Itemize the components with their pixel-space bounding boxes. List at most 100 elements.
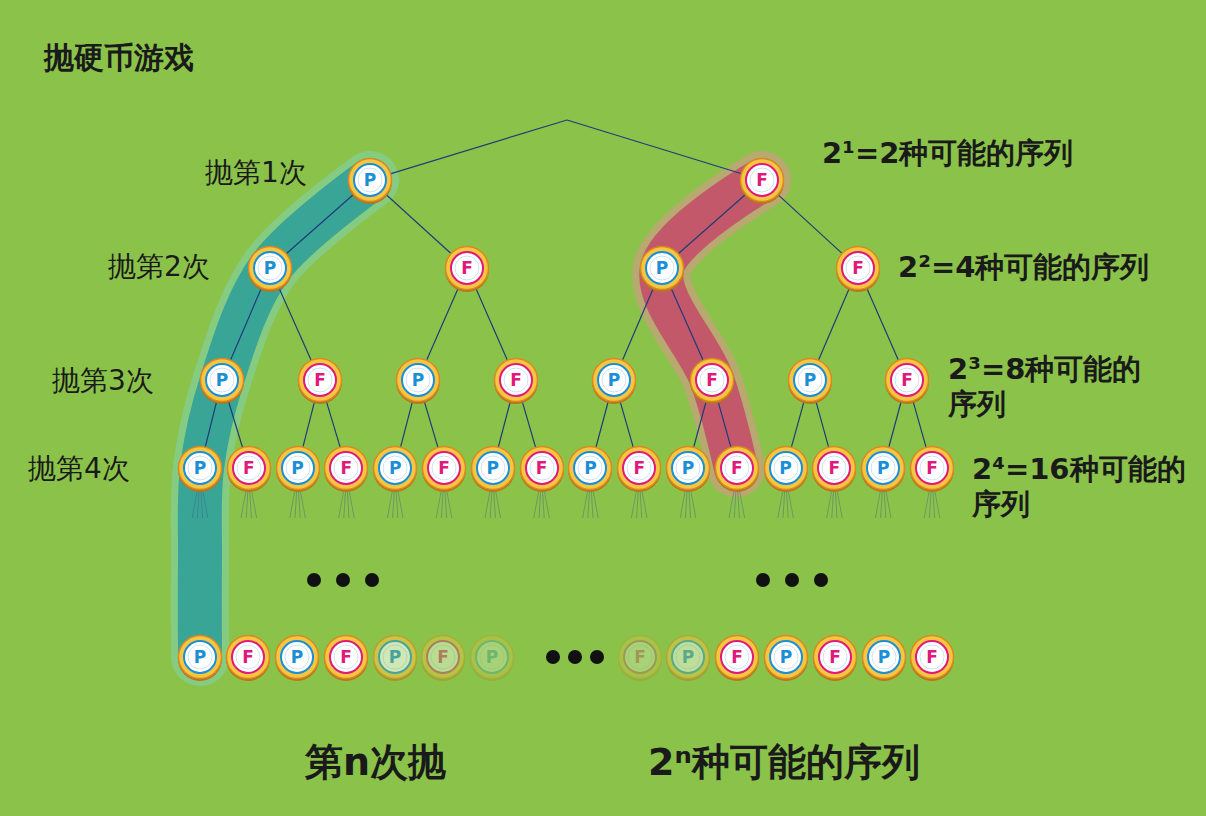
coin: P [396, 358, 440, 402]
coin: F [690, 358, 734, 402]
stub-line [485, 492, 490, 518]
coin-letter: F [715, 635, 759, 667]
coin: F [618, 635, 662, 679]
coin: P [861, 446, 905, 490]
root-line [567, 120, 741, 174]
stub-line [832, 492, 834, 518]
band-glow [661, 180, 762, 468]
stub-line [935, 492, 940, 518]
stub-line [689, 492, 691, 518]
coin-letter: P [861, 446, 905, 478]
stub-line [740, 492, 745, 518]
stub-line [875, 492, 880, 518]
coin-letter: P [373, 446, 417, 478]
coin: P [200, 358, 244, 402]
coin: P [764, 446, 808, 490]
coin-letter: F [813, 635, 857, 667]
stub-line [339, 492, 344, 518]
tree-branch [401, 401, 413, 446]
coin-letter: P [471, 446, 515, 478]
row-label: 抛第1次 [205, 156, 307, 190]
stub-line [197, 492, 199, 518]
ellipsis-dot [756, 573, 770, 587]
tree-branch [889, 401, 901, 447]
coin: P [862, 635, 906, 679]
stub-line [252, 492, 257, 518]
stub-line [924, 492, 929, 518]
stub-line [886, 492, 891, 518]
coin: F [836, 246, 880, 290]
coin-letter: F [910, 635, 954, 667]
tree-branch [476, 288, 507, 360]
tree-branch [231, 288, 262, 360]
coin: F [910, 635, 954, 679]
coin-letter: F [885, 358, 929, 390]
tree-branch [205, 401, 216, 446]
coin: F [494, 358, 538, 402]
stub-line [349, 492, 354, 518]
row-label: 抛第3次 [52, 364, 154, 398]
stub-line [642, 492, 647, 518]
stub-line [543, 492, 545, 518]
stub-line [929, 492, 931, 518]
coin: F [421, 635, 465, 679]
coin-letter: P [470, 635, 514, 667]
stub-line [387, 492, 392, 518]
coin: P [373, 635, 417, 679]
coin: F [298, 358, 342, 402]
tree-branch [623, 288, 654, 360]
coin-letter: F [617, 446, 661, 478]
stub-line [583, 492, 588, 518]
stub-line [436, 492, 441, 518]
stub-line [933, 492, 935, 518]
tree-branch [778, 195, 842, 253]
stub-line [680, 492, 685, 518]
stub-line [685, 492, 687, 518]
stub-line [545, 492, 550, 518]
count-label: 2²=4种可能的序列 [898, 250, 1149, 285]
coin: P [248, 246, 292, 290]
coin: F [740, 158, 784, 202]
coin: P [666, 446, 710, 490]
band-glow [200, 180, 370, 657]
tree-branch [596, 401, 608, 447]
stub-line [441, 492, 443, 518]
coin: P [788, 358, 832, 402]
coin: F [715, 446, 759, 490]
coin: F [226, 635, 270, 679]
coin: P [373, 446, 417, 490]
coin-letter: P [348, 158, 392, 190]
stub-line [301, 492, 306, 518]
tree-branch [326, 401, 340, 447]
ellipsis-dot [546, 650, 560, 664]
coin: P [470, 635, 514, 679]
stub-line [640, 492, 642, 518]
coin-letter: P [666, 635, 710, 667]
coin: P [640, 246, 684, 290]
coin: F [617, 446, 661, 490]
tree-branch [287, 195, 354, 254]
stub-line [691, 492, 696, 518]
coin-letter: F [494, 358, 538, 390]
tree-branch [867, 288, 898, 360]
tree-branch [718, 401, 731, 447]
tree-branch [694, 401, 706, 447]
tree-branch [498, 401, 510, 446]
ellipsis-dot [365, 573, 379, 587]
count-label: 2³=8种可能的序列 [948, 352, 1163, 422]
coin-letter: P [373, 635, 417, 667]
count-label: 2⁴=16种可能的序列 [972, 452, 1197, 522]
coin-letter: F [324, 446, 368, 478]
coin-letter: F [740, 158, 784, 190]
ellipsis-dot [785, 573, 799, 587]
stub-line [344, 492, 346, 518]
stub-line [884, 492, 886, 518]
coin-letter: P [396, 358, 440, 390]
coin: P [275, 635, 319, 679]
ellipsis-dot [590, 650, 604, 664]
coin: P [568, 446, 612, 490]
coin-letter: F [324, 635, 368, 667]
tree-branch [913, 401, 926, 447]
coin: F [520, 446, 564, 490]
